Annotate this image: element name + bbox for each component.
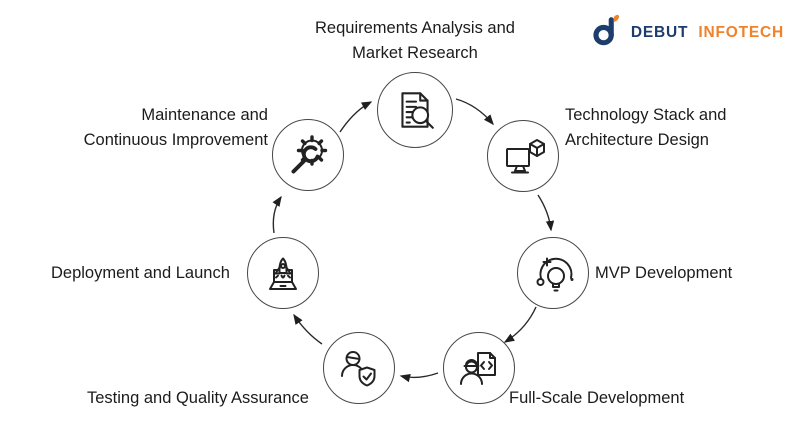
- arrow-testing-to-deployment: [293, 313, 323, 345]
- lightbulb-idea-icon: [531, 251, 575, 295]
- label-testing-qa: Testing and Quality Assurance: [87, 389, 309, 407]
- arrow-maintenance-to-requirements: [339, 101, 373, 133]
- monitor-cube-icon: [501, 134, 545, 178]
- label-deployment-launch: Deployment and Launch: [51, 264, 230, 282]
- debut-infotech-logo-icon: [590, 11, 624, 54]
- node-testing-qa: [323, 332, 395, 404]
- node-technology-stack: [487, 120, 559, 192]
- label-mvp-development: MVP Development: [595, 264, 733, 282]
- node-full-scale-development: [443, 332, 515, 404]
- arrow-deployment-to-maintenance: [272, 195, 282, 234]
- arrow-requirements-to-technology: [455, 98, 494, 126]
- arrow-mvp-to-fullscale: [503, 306, 537, 343]
- label-full-scale-development: Full-Scale Development: [509, 389, 685, 407]
- label-technology-stack: Technology Stack and Architecture Design: [565, 106, 727, 149]
- document-search-icon: [392, 87, 438, 133]
- arrow-fullscale-to-testing: [399, 372, 439, 383]
- node-deployment-launch: [247, 237, 319, 309]
- engineer-code-icon: [457, 346, 501, 390]
- rocket-laptop-icon: [261, 251, 305, 295]
- brand-name: DEBUT INFOTECH: [631, 24, 784, 42]
- node-mvp-development: [517, 237, 589, 309]
- arrow-technology-to-mvp: [537, 194, 555, 232]
- user-shield-check-icon: [337, 346, 381, 390]
- node-requirements-analysis: [377, 72, 453, 148]
- label-requirements-analysis: Requirements Analysis and Market Researc…: [315, 19, 515, 62]
- brand-logo: DEBUT INFOTECH: [590, 11, 784, 54]
- gear-wrench-icon: [286, 133, 330, 177]
- label-maintenance: Maintenance and Continuous Improvement: [83, 106, 268, 149]
- brand-name-primary: DEBUT: [630, 23, 689, 41]
- node-maintenance: [272, 119, 344, 191]
- brand-name-secondary: INFOTECH: [698, 23, 784, 41]
